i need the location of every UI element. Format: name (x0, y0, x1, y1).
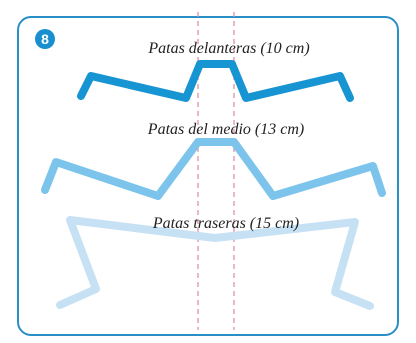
back-legs-label: Patas traseras (15 cm) (152, 215, 299, 232)
back-legs-wire (56, 216, 374, 310)
step-number-badge: 8 (35, 29, 55, 49)
front-legs-label: Patas delanteras (10 cm) (147, 40, 309, 57)
middle-legs-label: Patas del medio (13 cm) (147, 121, 304, 138)
front-legs-wire (77, 60, 354, 102)
middle-legs-wire (41, 138, 386, 200)
